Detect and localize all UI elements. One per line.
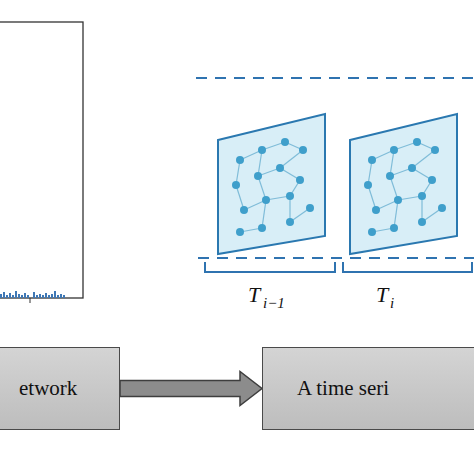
- snapshot-plane: [218, 114, 325, 254]
- process-box: A time seri: [262, 347, 474, 430]
- axis-tick: [30, 298, 31, 303]
- interval-symbol: T: [376, 284, 388, 306]
- interval-bracket: [205, 262, 335, 272]
- chart-frame: [0, 22, 83, 298]
- interval-subscript: i−1: [263, 296, 285, 311]
- network-snapshot: [218, 114, 325, 254]
- dashed-boundary: [196, 77, 474, 79]
- network-snapshot: [350, 114, 457, 254]
- interval-bracket: [343, 262, 472, 272]
- interval-subscript: i: [390, 296, 394, 311]
- histogram-bars: [0, 291, 65, 298]
- flow-arrow: [120, 372, 262, 406]
- network-edges: [236, 142, 310, 232]
- histogram-chart: [0, 22, 83, 303]
- process-box: etwork: [0, 347, 120, 430]
- dashed-boundary: [198, 257, 474, 259]
- box-text: A time seri: [297, 376, 389, 401]
- box-text: etwork: [19, 376, 77, 401]
- interval-symbol: T: [248, 284, 260, 306]
- network-vertices: [232, 138, 314, 236]
